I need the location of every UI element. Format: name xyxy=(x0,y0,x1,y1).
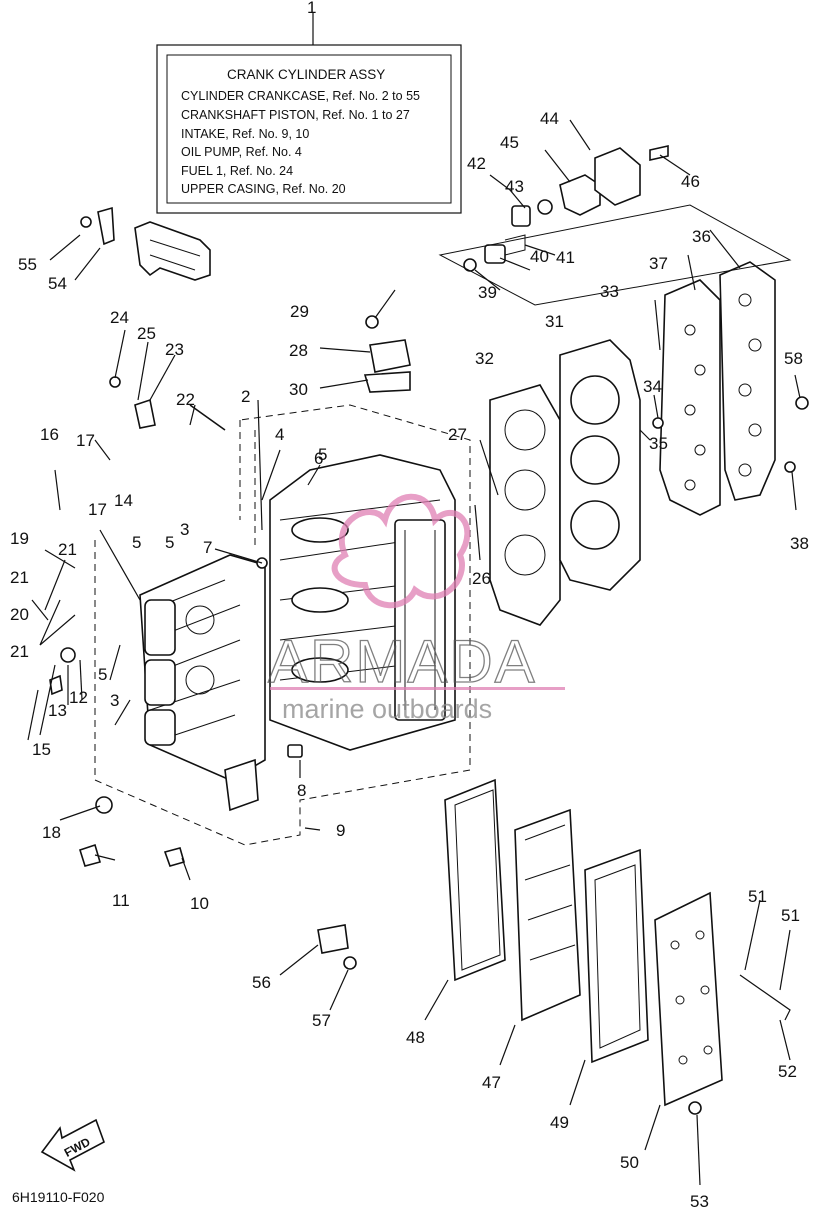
callout-number: 5 xyxy=(165,533,174,552)
assembly-line: FUEL 1, Ref. No. 24 xyxy=(181,164,293,178)
callout-number: 49 xyxy=(550,1113,569,1132)
callout-number: 11 xyxy=(112,891,130,910)
callout-number: 25 xyxy=(137,324,156,343)
watermark-brand: ARMADA xyxy=(268,628,537,695)
fwd-arrow-icon: FWD xyxy=(40,1118,105,1172)
callout-number: 18 xyxy=(42,823,61,842)
callout-number: 43 xyxy=(505,177,524,196)
assembly-line: INTAKE, Ref. No. 9, 10 xyxy=(181,127,309,141)
callout-number: 45 xyxy=(500,133,519,152)
diagram-code: 6H19110-F020 xyxy=(12,1189,105,1205)
callout-number: 14 xyxy=(114,491,133,510)
callout-number: 57 xyxy=(312,1011,331,1030)
head-cover-part xyxy=(719,261,776,501)
callout-number: 3 xyxy=(180,520,189,539)
callout-number: 9 xyxy=(336,821,345,840)
callout-number: 5 xyxy=(132,533,141,552)
callout-number: 10 xyxy=(190,894,209,913)
callout-number: 26 xyxy=(472,569,491,588)
exhaust-plate-46 xyxy=(514,808,581,1022)
assembly-line: UPPER CASING, Ref. No. 20 xyxy=(181,182,346,196)
callout-number: 38 xyxy=(790,534,809,553)
callout-number: 20 xyxy=(10,605,29,624)
callout-number: 27 xyxy=(448,425,467,444)
callout-number: 42 xyxy=(467,154,486,173)
crankcase-part xyxy=(139,554,266,812)
callout-number: 21 xyxy=(10,568,29,587)
callout-number: 12 xyxy=(69,688,88,707)
oil-pump-part xyxy=(438,145,792,306)
callout-number: 39 xyxy=(478,283,497,302)
callout-number: 44 xyxy=(540,109,559,128)
head-gasket-part xyxy=(659,279,721,516)
callout-number: 8 xyxy=(297,781,306,800)
bracket-part xyxy=(80,206,211,281)
callout-number: 50 xyxy=(620,1153,639,1172)
callout-number: 33 xyxy=(600,282,619,301)
callout-number: 48 xyxy=(406,1028,425,1047)
assembly-line: CRANKSHAFT PISTON, Ref. No. 1 to 27 xyxy=(181,108,410,122)
exhaust-plate-47 xyxy=(444,778,506,982)
callout-number: 3 xyxy=(110,691,119,710)
callout-number: 15 xyxy=(32,740,51,759)
cylinder-head-part xyxy=(559,339,641,591)
callout-number: 17 xyxy=(76,431,95,450)
callout-number: 51 xyxy=(748,887,767,906)
callout-number: 13 xyxy=(48,701,67,720)
gasket-part xyxy=(489,384,561,626)
callout-number: 19 xyxy=(10,529,29,548)
assembly-line: OIL PUMP, Ref. No. 4 xyxy=(181,145,302,159)
callout-number: 2 xyxy=(241,387,250,406)
callout-number: 5 xyxy=(98,665,107,684)
exhaust-plate-48 xyxy=(584,848,649,1064)
callout-number: 41 xyxy=(556,248,575,267)
callout-number: 24 xyxy=(110,308,129,327)
leader-lines xyxy=(27,119,801,1186)
assembly-ref: 1 xyxy=(307,0,316,17)
callout-number: 4 xyxy=(275,425,284,444)
callout-number: 56 xyxy=(252,973,271,992)
callout-number: 55 xyxy=(18,255,37,274)
callout-number: 21 xyxy=(10,642,29,661)
watermark-sub: marine outboards xyxy=(282,694,492,724)
callout-number: 6 xyxy=(314,449,323,468)
callout-number: 28 xyxy=(289,341,308,360)
callout-number: 52 xyxy=(778,1062,797,1081)
assembly-outline xyxy=(94,404,471,846)
small-parts xyxy=(44,315,809,1115)
callout-number: 21 xyxy=(58,540,77,559)
callout-number: 46 xyxy=(681,172,700,191)
assembly-line: CYLINDER CRANKCASE, Ref. No. 2 to 55 xyxy=(181,89,420,103)
callout-number: 22 xyxy=(176,390,195,409)
callout-number: 47 xyxy=(482,1073,501,1092)
watermark-logo: ARMADA marine outboards xyxy=(267,493,565,724)
callout-number: 23 xyxy=(165,340,184,359)
callout-number: 31 xyxy=(545,312,564,331)
callout-number: 17 xyxy=(88,500,107,519)
callout-number: 40 xyxy=(530,247,549,266)
assembly-box: 1 CRANK CYLINDER ASSY CYLINDER CRANKCASE… xyxy=(156,0,462,214)
exhaust-plate-49 xyxy=(654,891,723,1107)
callout-number: 7 xyxy=(203,538,212,557)
callout-number: 54 xyxy=(48,274,67,293)
callout-number: 51 xyxy=(781,906,800,925)
callout-number: 36 xyxy=(692,227,711,246)
callout-number: 53 xyxy=(690,1192,709,1207)
callout-number: 30 xyxy=(289,380,308,399)
callout-number: 58 xyxy=(784,349,803,368)
cylinder-block-part xyxy=(269,454,456,751)
callout-number: 16 xyxy=(40,425,59,444)
callout-number: 35 xyxy=(649,434,668,453)
callout-number: 29 xyxy=(290,302,309,321)
callout-number: 34 xyxy=(643,377,662,396)
callout-number: 5 xyxy=(318,445,327,464)
callout-number: 37 xyxy=(649,254,668,273)
callout-number: 32 xyxy=(475,349,494,368)
assembly-title: CRANK CYLINDER ASSY xyxy=(227,67,385,82)
